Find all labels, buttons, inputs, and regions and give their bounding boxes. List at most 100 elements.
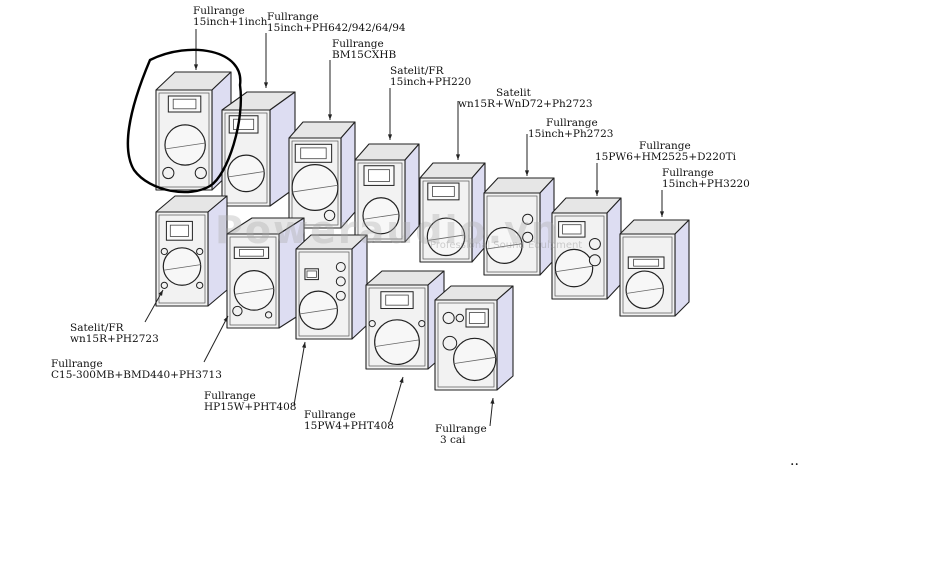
cabinet-11-woofer-shade xyxy=(299,307,338,315)
cabinet-5-woofer-shade xyxy=(427,234,465,241)
cabinet-10-horn-throat xyxy=(239,249,264,257)
cabinet-9-bezel xyxy=(158,214,206,304)
cabinet-12-port-1 xyxy=(418,320,426,328)
cabinet-1-woofer xyxy=(164,124,206,166)
cabinet-12-bezel xyxy=(368,287,426,367)
cabinet-2-woofer xyxy=(227,154,265,193)
cabinet-11-port-0 xyxy=(335,262,346,272)
cabinet-3-port-0 xyxy=(323,209,336,222)
cabinet-1-bezel xyxy=(158,92,210,188)
cabinet-7-arrowhead xyxy=(594,190,600,196)
cabinet-4-woofer xyxy=(362,197,400,235)
cabinet-8-bezel xyxy=(622,236,673,314)
cabinet-5-woofer xyxy=(426,217,466,257)
cabinet-9-port-3 xyxy=(196,281,204,289)
cabinet-13-port-2 xyxy=(455,313,465,323)
cabinet-13-side xyxy=(496,285,514,391)
cabinet-7-bezel xyxy=(554,215,605,297)
cabinet-10-port-0 xyxy=(232,305,243,317)
cabinet-10-leader xyxy=(203,315,229,363)
cabinet-11-woofer xyxy=(298,290,339,330)
cabinet-11-port-1 xyxy=(335,276,346,287)
cabinet-13-port-1 xyxy=(442,335,458,351)
cabinet-12-arrowhead xyxy=(399,377,404,383)
cabinet-8-woofer xyxy=(625,270,665,310)
cabinet-6-woofer-shade xyxy=(486,243,523,250)
cabinet-5-horn-throat xyxy=(432,185,455,197)
cabinet-7-port-1 xyxy=(588,254,601,267)
cabinet-1-arrowhead xyxy=(193,64,199,70)
cabinet-11-port-2 xyxy=(335,290,346,301)
cabinet-9-port-1 xyxy=(196,247,204,256)
cabinet-2-bezel xyxy=(224,112,268,204)
cabinet-2-arrowhead xyxy=(263,82,269,88)
cabinet-12-woofer-shade xyxy=(374,339,420,347)
highlight-circle xyxy=(126,48,243,194)
cabinet-9-woofer-shade xyxy=(163,264,201,271)
stray-mark: .. xyxy=(790,453,799,469)
cabinet-10-port-1 xyxy=(264,311,273,319)
cabinet-6-bezel xyxy=(486,195,538,273)
cabinet-10-woofer-shade xyxy=(234,288,274,295)
cabinet-3-woofer-shade xyxy=(292,184,338,193)
cabinet-10-woofer xyxy=(233,270,275,311)
cabinet-1-horn-throat xyxy=(172,98,197,110)
cabinet-7-woofer xyxy=(554,248,594,288)
cabinet-9-woofer xyxy=(162,247,202,286)
cabinet-4-woofer-shade xyxy=(362,213,400,220)
cabinet-6-port-0 xyxy=(522,213,534,225)
cabinet-5-bezel xyxy=(422,180,470,260)
cabinet-10-bezel xyxy=(229,236,277,326)
cabinet-7-horn-throat xyxy=(562,224,582,235)
cabinet-12-woofer xyxy=(374,319,420,366)
cabinet-12-leader xyxy=(389,376,404,423)
cabinet-7-side xyxy=(606,197,622,300)
watermark: Poweraudio.vn xyxy=(215,208,560,252)
cabinet-9-port-2 xyxy=(160,281,168,289)
cabinet-11-bezel xyxy=(298,251,350,337)
cabinet-13-woofer xyxy=(453,337,497,382)
cabinet-8-side xyxy=(674,219,690,317)
cabinet-2-horn-throat xyxy=(233,118,255,130)
cabinet-11-arrowhead xyxy=(302,342,307,348)
cabinet-4-horn-throat xyxy=(368,169,390,182)
cabinet-8-horn-throat xyxy=(633,258,660,267)
cabinet-3-arrowhead xyxy=(327,114,333,120)
cabinet-13-port-0 xyxy=(442,311,455,325)
cabinet-12-port-0 xyxy=(368,320,376,328)
cabinet-13-arrowhead xyxy=(490,398,495,404)
cabinet-12-horn-throat xyxy=(385,294,409,306)
cabinet-6-arrowhead xyxy=(524,170,530,176)
cabinet-9-horn-throat xyxy=(169,224,189,237)
cabinet-3-woofer xyxy=(291,164,339,211)
cabinet-9-leader xyxy=(144,289,164,323)
cabinet-3-horn-throat xyxy=(300,147,327,160)
cabinet-9-port-0 xyxy=(160,247,168,256)
cabinet-11-horn-throat xyxy=(306,270,317,278)
cabinet-4-bezel xyxy=(357,162,403,240)
watermark-subtitle: Professional Sound Equipment xyxy=(430,240,583,251)
cabinet-1-port-0 xyxy=(162,166,175,180)
cabinet-13-bezel xyxy=(437,302,495,388)
cabinet-8-woofer-shade xyxy=(625,287,664,294)
cabinet-6-woofer xyxy=(485,226,523,264)
cabinet-10-arrowhead xyxy=(223,316,228,322)
cabinet-1-woofer-shade xyxy=(164,142,206,150)
cabinet-13-horn-throat xyxy=(468,312,486,324)
cabinet-13-woofer-shade xyxy=(453,356,496,365)
